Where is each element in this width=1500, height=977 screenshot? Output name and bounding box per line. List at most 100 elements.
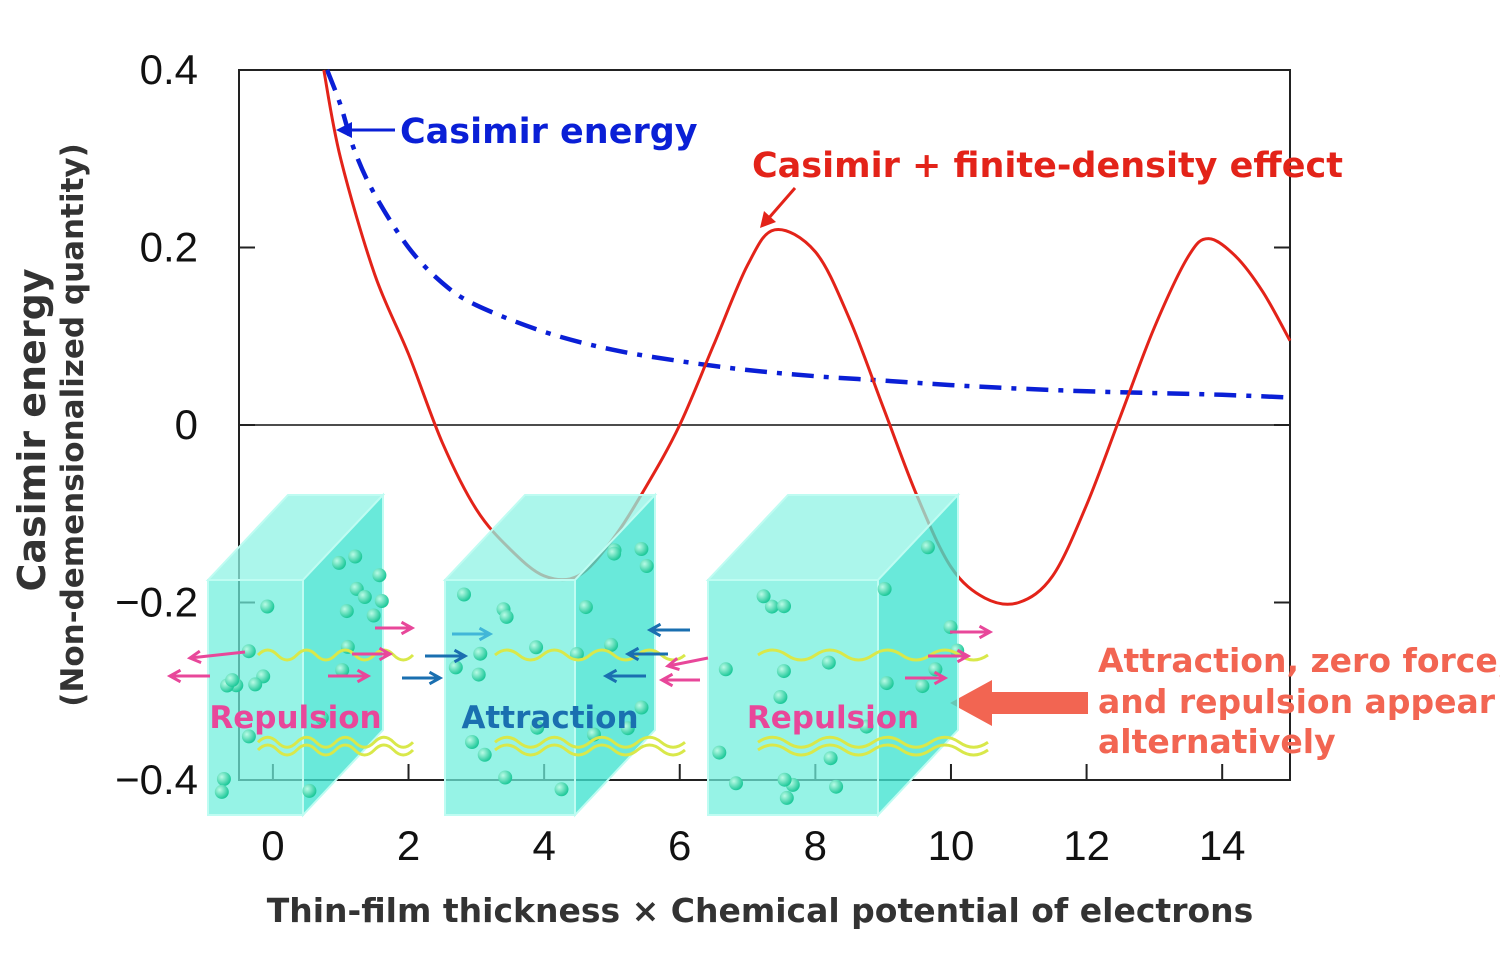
force-arrow-icon: [624, 646, 668, 662]
particle-dot: [776, 664, 791, 679]
force-arrow-icon: [646, 622, 690, 638]
particle-dot: [639, 559, 654, 573]
force-arrow-icon: [425, 648, 469, 664]
x-tick-label: 14: [1199, 822, 1246, 869]
inset-box-3: Repulsion: [705, 492, 989, 818]
particle-dot: [465, 735, 479, 749]
particle-dot: [314, 710, 329, 725]
inset-box-2: Attraction: [442, 492, 686, 818]
x-tick-label: 10: [928, 822, 975, 869]
particle-dot: [779, 790, 794, 805]
y-tick-label: 0.4: [140, 46, 198, 93]
x-tick-label: 8: [804, 822, 827, 869]
inset-box-1: Repulsion: [205, 492, 415, 818]
force-arrow-icon: [664, 656, 709, 672]
annotation-alternating: Attraction, zero force, and repulsion ap…: [950, 641, 1500, 761]
force-arrow-icon: [375, 620, 416, 636]
big-arrow-icon: [950, 680, 1088, 726]
y-axis-title: Casimir energy: [10, 268, 54, 591]
y-tick-label: 0.2: [140, 224, 198, 271]
x-tick-label: 2: [397, 822, 420, 869]
particle-dot: [920, 540, 935, 555]
force-arrow-icon: [402, 670, 444, 686]
particle-dot: [473, 646, 488, 661]
particle-dot: [241, 644, 256, 659]
particle-dot: [712, 745, 727, 760]
particle-dot: [357, 590, 372, 604]
particle-dot: [879, 676, 894, 691]
box-label: Repulsion: [209, 700, 381, 736]
particle-dot: [348, 549, 363, 564]
force-arrow-icon: [928, 648, 972, 664]
particle-dot: [823, 751, 838, 766]
particle-dot: [620, 721, 635, 736]
annotation-casimir-energy: Casimir energy: [336, 112, 698, 152]
wave-line: [757, 743, 989, 757]
particle-dot: [216, 772, 231, 786]
svg-text:Casimir + finite-density effec: Casimir + finite-density effect: [752, 146, 1343, 186]
particle-dot: [241, 729, 256, 744]
particle-dot: [607, 546, 622, 561]
particle-dot: [859, 719, 874, 734]
force-arrow-icon: [328, 668, 372, 684]
particle-dot: [339, 604, 354, 619]
x-axis-title: Thin-film thickness × Chemical potential…: [267, 891, 1254, 930]
particle-dot: [529, 640, 544, 655]
particle-dot: [498, 770, 513, 785]
annotation-finite-density: Casimir + finite-density effect: [752, 146, 1343, 228]
force-arrow-icon: [352, 646, 394, 662]
force-arrow-icon: [602, 668, 646, 684]
y-tick-label: −0.2: [115, 579, 198, 626]
wave-line: [757, 735, 989, 749]
x-tick-label: 4: [532, 822, 555, 869]
particle-dot: [928, 662, 943, 677]
series-casimir-energy-line: [325, 69, 1291, 400]
particle-dot: [477, 747, 492, 762]
x-tick-label: 0: [261, 822, 284, 869]
wave-line: [256, 735, 415, 749]
particle-dot: [764, 599, 779, 614]
box-front-face: [707, 579, 879, 816]
box-label: Attraction: [461, 700, 638, 736]
particle-dot: [821, 655, 836, 670]
x-tick-label: 6: [668, 822, 691, 869]
svg-text:Attraction, zero force,: Attraction, zero force,: [1098, 641, 1500, 680]
particle-dot: [729, 776, 743, 791]
wave-line: [256, 648, 415, 662]
particle-dot: [604, 637, 619, 652]
svg-text:Casimir energy: Casimir energy: [400, 112, 698, 152]
y-tick-label: 0: [175, 401, 198, 448]
wave-line: [494, 743, 686, 757]
force-arrow-icon: [166, 668, 210, 684]
force-arrow-icon: [658, 672, 700, 688]
particle-dot: [718, 662, 733, 677]
particle-dot: [634, 542, 649, 556]
particle-dot: [777, 772, 792, 787]
particle-dot: [372, 568, 387, 583]
particle-dot: [530, 720, 545, 735]
particle-dot: [332, 555, 346, 570]
svg-text:and repulsion appear: and repulsion appear: [1098, 682, 1496, 721]
particle-dot: [499, 609, 514, 624]
particle-dot: [225, 673, 240, 688]
particle-dot: [260, 599, 275, 614]
wave-line: [256, 743, 415, 757]
particle-dot: [248, 677, 263, 692]
force-arrow-icon: [905, 670, 949, 686]
particle-dot: [578, 600, 593, 615]
x-tick-label: 12: [1063, 822, 1110, 869]
force-arrow-icon: [452, 626, 494, 642]
wave-line: [494, 648, 686, 662]
particle-dot: [634, 700, 649, 715]
particle-dot: [457, 587, 471, 602]
wave-line: [494, 735, 686, 749]
particle-dot: [569, 647, 584, 661]
particle-dot: [471, 667, 486, 682]
force-arrow-icon: [950, 624, 994, 640]
particle-dot: [829, 779, 844, 794]
force-arrow-icon: [186, 649, 246, 664]
particle-dot: [773, 690, 788, 704]
particle-dot: [374, 594, 389, 608]
wave-line: [757, 648, 989, 662]
